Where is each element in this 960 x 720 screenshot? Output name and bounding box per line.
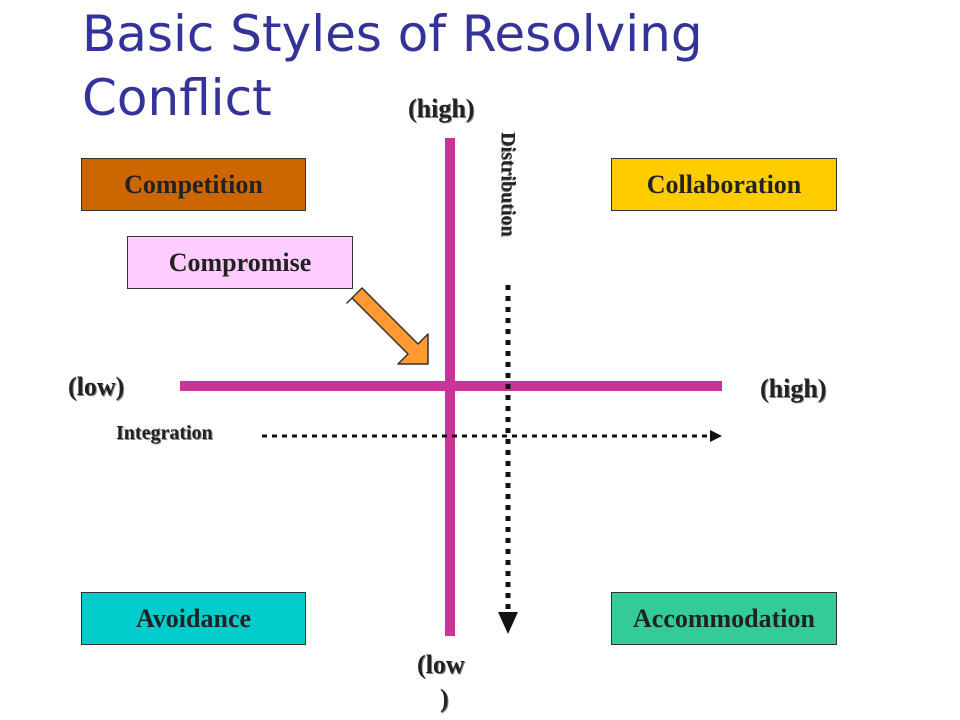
integration-label: Integration bbox=[116, 422, 213, 444]
avoidance-box: Avoidance bbox=[81, 592, 306, 645]
accommodation-box: Accommodation bbox=[611, 592, 837, 645]
vertical-low-label: (low bbox=[417, 650, 465, 679]
compromise-box: Compromise bbox=[127, 236, 353, 289]
horizontal-high-label: (high) bbox=[760, 374, 827, 403]
distribution-arrow-head bbox=[498, 612, 518, 634]
slide-title: Basic Styles of Resolving Conflict bbox=[82, 5, 703, 127]
horizontal-low-label: (low) bbox=[68, 372, 125, 401]
distribution-label: Distribution bbox=[497, 132, 519, 237]
integration-arrow-head bbox=[710, 430, 722, 442]
competition-box: Competition bbox=[81, 158, 306, 211]
compromise-pointer-arrow bbox=[346, 287, 429, 365]
collaboration-box: Collaboration bbox=[611, 158, 837, 211]
vertical-high-label: (high) bbox=[408, 94, 475, 123]
vertical-low-label-paren: ) bbox=[440, 684, 449, 713]
